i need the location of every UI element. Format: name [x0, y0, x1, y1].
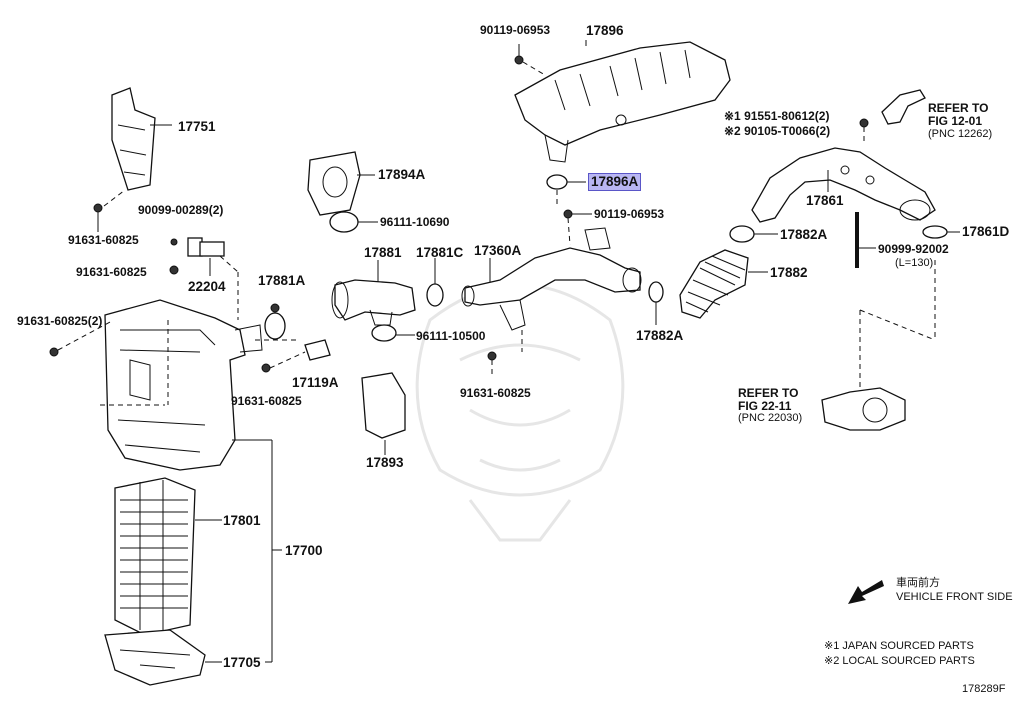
label-17881[interactable]: 17881	[364, 245, 402, 260]
pipe-17861[interactable]	[751, 147, 936, 223]
clamp-17882A-top[interactable]	[729, 225, 755, 243]
label-90119-mid[interactable]: 90119-06953	[594, 207, 665, 221]
label-22204[interactable]: 22204	[188, 279, 226, 294]
filter-element-17801[interactable]	[114, 477, 196, 636]
bracket-17119A[interactable]	[304, 339, 331, 361]
label-90105[interactable]: ※2 90105-T0066(2)	[724, 124, 831, 138]
label-91631-d[interactable]: 91631-60825	[231, 394, 302, 408]
air-cleaner-case[interactable]	[104, 299, 263, 471]
hose-to-fig-12-01[interactable]	[881, 89, 926, 125]
lower-case-17705[interactable]	[104, 629, 206, 686]
label-91631-e[interactable]: 91631-60825	[460, 386, 531, 400]
label-17861[interactable]: 17861	[806, 193, 844, 208]
vehicle-front-arrow-icon	[848, 580, 884, 604]
label-17119A[interactable]: 17119A	[292, 375, 339, 390]
label-90099[interactable]: 90099-00289(2)	[138, 203, 224, 217]
label-91631-c[interactable]: 91631-60825(2)	[17, 314, 103, 328]
label-17882A-bottom[interactable]: 17882A	[636, 328, 684, 343]
ref-fig-22-11-line1[interactable]: REFER TO	[738, 386, 799, 400]
cover-17894A[interactable]	[307, 151, 361, 216]
clamp-96111-10690[interactable]	[329, 211, 359, 233]
hose-17360A[interactable]	[461, 227, 642, 331]
label-90999-length: (L=130)	[895, 257, 934, 269]
label-17751[interactable]: 17751	[178, 119, 216, 134]
throttle-body-ref[interactable]	[821, 387, 906, 431]
ref-fig-12-01-line1[interactable]: REFER TO	[928, 101, 989, 115]
label-17896[interactable]: 17896	[586, 23, 624, 38]
ref-fig-22-11-line3: (PNC 22030)	[738, 412, 803, 424]
label-17801[interactable]: 17801	[223, 513, 261, 528]
legend-note-local: ※2 LOCAL SOURCED PARTS	[824, 655, 975, 667]
hose-17896A[interactable]	[546, 174, 568, 190]
bolt-90119-top	[514, 55, 524, 65]
duct-17751[interactable]	[111, 87, 156, 191]
label-17882A-top[interactable]: 17882A	[780, 227, 828, 242]
legend-note-japan: ※1 JAPAN SOURCED PARTS	[824, 640, 974, 652]
label-17896A[interactable]: 17896A	[588, 173, 642, 191]
ref-fig-12-01-line3: (PNC 12262)	[928, 128, 993, 140]
engine-cover-17896[interactable]	[514, 41, 731, 163]
diagram-id: 178289F	[962, 683, 1006, 695]
label-96111-10500[interactable]: 96111-10500	[416, 329, 486, 343]
legend-direction-jp: 車両前方	[896, 576, 940, 589]
resonator-17893[interactable]	[361, 372, 406, 439]
hose-17882[interactable]	[679, 249, 749, 319]
watermark-emblem	[415, 283, 625, 542]
label-91631-b[interactable]: 91631-60825	[76, 265, 147, 279]
ref-fig-22-11-line2[interactable]: FIG 22-11	[738, 399, 792, 413]
label-90119-top[interactable]: 90119-06953	[480, 23, 551, 37]
ref-fig-12-01-line2[interactable]: FIG 12-01	[928, 114, 983, 128]
clamp-96111-10500[interactable]	[371, 324, 397, 342]
clamp-17881C[interactable]	[426, 283, 444, 307]
label-17360A[interactable]: 17360A	[474, 243, 522, 258]
label-17894A[interactable]: 17894A	[378, 167, 426, 182]
label-17881C[interactable]: 17881C	[416, 245, 464, 260]
label-91631-a[interactable]: 91631-60825	[68, 233, 139, 247]
label-91551[interactable]: ※1 91551-80612(2)	[724, 109, 830, 123]
label-17861D[interactable]: 17861D	[962, 224, 1010, 239]
legend-direction-en: VEHICLE FRONT SIDE	[896, 591, 1013, 603]
ring-17861D[interactable]	[922, 225, 948, 239]
label-90999[interactable]: 90999-92002	[878, 242, 949, 256]
label-17882[interactable]: 17882	[770, 265, 808, 280]
label-17700[interactable]: 17700	[285, 543, 323, 558]
clamp-17882A-bottom[interactable]	[648, 281, 664, 303]
label-17893[interactable]: 17893	[366, 455, 404, 470]
clamp-17881A[interactable]	[264, 312, 286, 340]
label-17705[interactable]: 17705	[223, 655, 261, 670]
sensor-22204[interactable]	[187, 237, 225, 257]
air-flow-body-17881[interactable]	[331, 279, 416, 326]
label-17881A[interactable]: 17881A	[258, 273, 306, 288]
label-96111-10690[interactable]: 96111-10690	[380, 215, 450, 229]
